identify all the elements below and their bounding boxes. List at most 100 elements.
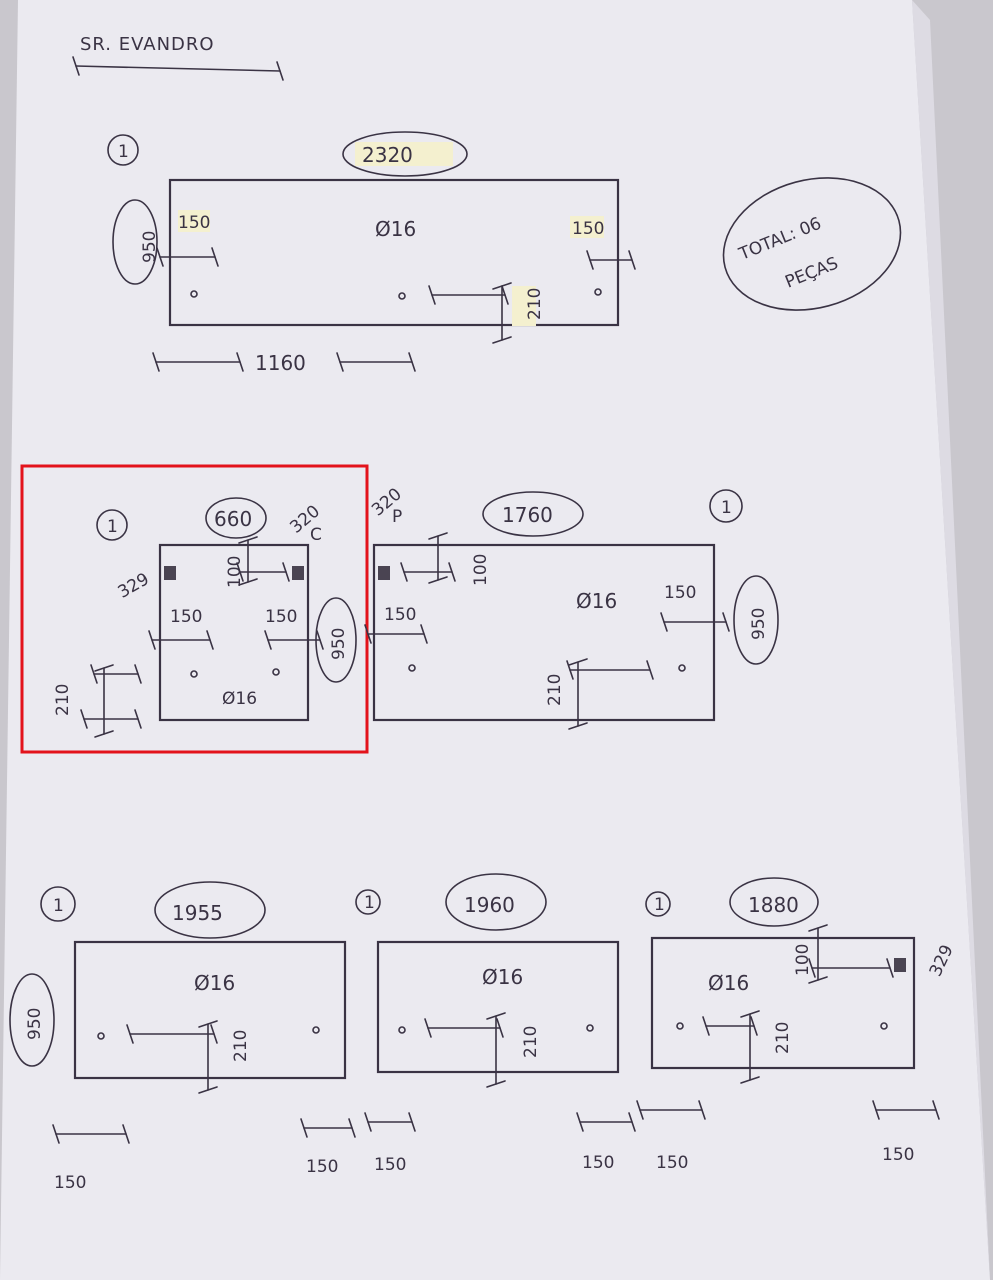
dimension-tick (236, 562, 244, 582)
dimension-tick (198, 1086, 218, 1094)
piece-5-qty-circle (355, 889, 381, 915)
piece-3-width: 950 (749, 608, 769, 640)
piece-5-outline (376, 940, 620, 1074)
piece-3-qty: 1 (721, 498, 732, 518)
piece-2-hole-offset: 210 (53, 684, 73, 716)
dimension-tick (486, 1012, 506, 1020)
piece-3-edge-left: 150 (384, 605, 416, 625)
dimension-tick (94, 664, 114, 672)
dimension-tick (576, 1112, 584, 1132)
dimension-tick (486, 1080, 506, 1088)
piece-2-hole-right (272, 668, 280, 676)
piece-4-hole-offset: 210 (231, 1030, 251, 1062)
piece-3-qty-circle (709, 489, 743, 523)
piece-2-width: 950 (329, 628, 349, 660)
piece-6-qty-circle (645, 891, 671, 917)
dimension-tick (94, 730, 114, 738)
piece-1-qty-circle (107, 134, 139, 166)
dimension-tick (586, 250, 594, 270)
dimension-tick (336, 352, 344, 372)
dimension-tick (808, 958, 816, 978)
piece-1: 1 2320 950 150 150 Ø16 210 1160 (107, 131, 636, 375)
dimension-tick (52, 1124, 60, 1144)
piece-1-hole-left (190, 290, 198, 298)
piece-1-hole: Ø16 (375, 217, 416, 241)
piece-4-hole: Ø16 (194, 971, 235, 995)
dimension-tick (238, 578, 258, 586)
piece-1-offset-highlight (512, 286, 536, 326)
dimension-tick (660, 612, 668, 632)
piece-5: 1 1960 Ø16 210 150 150 (355, 873, 636, 1175)
dimension-tick (211, 247, 219, 267)
dimension-tick (80, 709, 88, 729)
piece-1-length: 2320 (362, 143, 413, 167)
piece-5-hole-offset: 210 (521, 1026, 541, 1058)
piece-5-hole-left (398, 1026, 406, 1034)
dimension-tick (496, 1018, 504, 1038)
piece-1-edge-left-highlight (178, 210, 210, 232)
piece-3-edge-right: 150 (664, 583, 696, 603)
piece-2-hole: Ø16 (222, 689, 257, 709)
piece-3-square (378, 566, 390, 580)
dimension-tick (134, 709, 142, 729)
dimension-tick (501, 285, 509, 305)
piece-4-width: 950 (25, 1008, 45, 1040)
dimension-tick (90, 664, 98, 684)
dimension-tick (236, 352, 244, 372)
piece-5-length-circle (445, 873, 547, 931)
dimension-tick (750, 1016, 758, 1036)
piece-4-length: 1955 (172, 901, 223, 925)
piece-6-edge-left: 150 (656, 1153, 688, 1173)
dimension-tick (300, 1118, 308, 1138)
dimension-tick (134, 664, 142, 684)
piece-2-length-circle (205, 497, 267, 539)
piece-1-edge-right: 150 (572, 219, 604, 239)
piece-4-edge-right: 150 (306, 1157, 338, 1177)
piece-3-width-circle (733, 575, 779, 665)
piece-2-outline (158, 543, 310, 722)
dimension-tick (282, 562, 290, 582)
dimension-tick (122, 1124, 130, 1144)
piece-6-square-offset: 100 (793, 944, 813, 976)
piece-6-length: 1880 (748, 893, 799, 917)
piece-6-edge-right: 150 (882, 1145, 914, 1165)
piece-2-square-right (292, 566, 304, 580)
piece-2-hole-left (190, 670, 198, 678)
piece-1-qty: 1 (118, 142, 129, 162)
dimension-tick (492, 336, 512, 344)
piece-5-edge-left: 150 (374, 1155, 406, 1175)
piece-4-outline (73, 940, 347, 1080)
piece-1-hole-center (398, 292, 406, 300)
piece-2-length: 660 (214, 507, 252, 531)
dimension-tick (420, 624, 428, 644)
dimension-tick (568, 658, 588, 666)
piece-2-square-offset: 100 (225, 556, 245, 588)
piece-1-hole-right (594, 288, 602, 296)
piece-3-length: 1760 (502, 503, 553, 527)
piece-6-hole-left (676, 1022, 684, 1030)
piece-6-hole: Ø16 (708, 971, 749, 995)
piece-5-length: 1960 (464, 893, 515, 917)
piece-6-outline (650, 936, 916, 1070)
dimension-tick (886, 958, 894, 978)
dimension-tick (808, 976, 828, 984)
piece-1-width: 950 (140, 231, 160, 263)
dimension-tick (636, 1100, 644, 1120)
dimension-tick (448, 562, 456, 582)
piece-5-edge-right: 150 (582, 1153, 614, 1173)
dimension-tick (210, 1024, 218, 1044)
dimension-tick (722, 612, 730, 632)
dimension-tick (740, 1010, 760, 1018)
dimension-tick (698, 1100, 706, 1120)
piece-6-hole-right (880, 1022, 888, 1030)
piece-3-length-circle (482, 491, 584, 537)
dimension-tick (428, 285, 436, 305)
dimension-tick (408, 352, 416, 372)
piece-4-edge-left: 150 (54, 1173, 86, 1193)
piece-6-hole-offset: 210 (773, 1022, 793, 1054)
dimension-tick (492, 282, 512, 290)
piece-6-square (894, 958, 906, 972)
dimension-tick (276, 61, 284, 81)
